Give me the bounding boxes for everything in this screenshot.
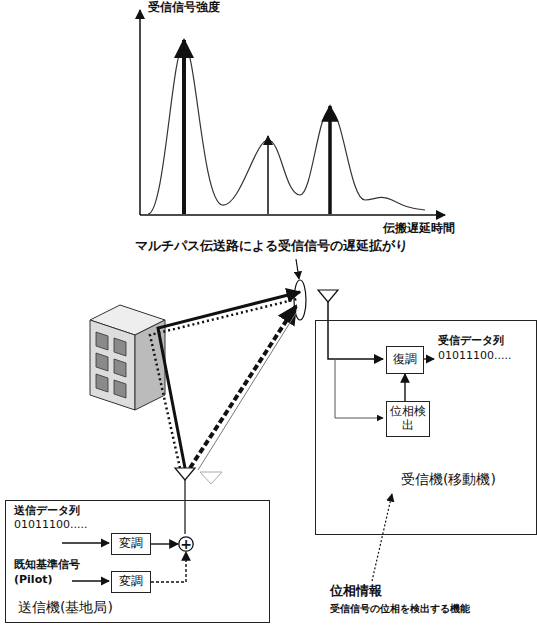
weak-path xyxy=(198,313,296,470)
reflected-path xyxy=(158,292,300,468)
box-label: 位相検出 xyxy=(387,405,429,433)
path-power-arrow xyxy=(182,40,186,214)
box-label: + xyxy=(180,536,192,553)
building-front xyxy=(90,320,135,410)
caption-leader xyxy=(296,259,299,279)
phase-detector-box: 位相検出 xyxy=(386,401,430,437)
box-label: 変調 xyxy=(119,537,143,551)
modulator-box: 変調 xyxy=(111,571,151,593)
x-axis xyxy=(140,214,445,216)
callout-label: 位相情報 xyxy=(330,583,382,599)
rx-antenna-feed xyxy=(328,302,383,359)
signal-connector xyxy=(404,374,405,401)
caption-label: マルチパス伝送路による受信信号の遅延拡がり xyxy=(135,238,408,254)
direct-path xyxy=(190,306,296,468)
path-power-arrow xyxy=(328,106,332,214)
box-title: 送信機(基地局) xyxy=(18,599,113,616)
antenna-shadow xyxy=(200,472,222,484)
reflected-path xyxy=(150,299,297,468)
pilot-input-arrow xyxy=(72,580,109,581)
adder-circle: + xyxy=(178,536,194,552)
path-power-arrow xyxy=(267,136,269,214)
rx-phase-feed xyxy=(335,359,383,418)
signal-name: 既知基準信号 xyxy=(14,558,80,571)
data-output-arrow xyxy=(424,358,434,359)
tx-antenna-feed xyxy=(184,480,185,534)
phase-info-leader xyxy=(372,494,392,581)
signal-connector xyxy=(151,552,186,582)
delay-profile-curve xyxy=(148,45,425,214)
signal-connector xyxy=(151,543,178,544)
building xyxy=(90,305,165,410)
signal-name: (Pilot) xyxy=(14,573,52,586)
signal-name: 受信データ列 xyxy=(438,334,504,347)
box-label: 変調 xyxy=(119,575,143,589)
building-window xyxy=(114,359,126,377)
box-label: 復調 xyxy=(393,353,417,367)
demodulator-box: 復調 xyxy=(386,346,424,374)
tx-antenna xyxy=(175,468,195,480)
callout-note: 受信信号の位相を検出する機能 xyxy=(330,603,470,615)
modulator-box: 変調 xyxy=(111,533,151,555)
signal-name: 送信データ列 xyxy=(14,504,80,517)
rx-antenna xyxy=(318,290,338,302)
bit-sequence: 01011100..... xyxy=(14,518,87,531)
y-axis xyxy=(139,10,141,215)
building-window xyxy=(96,332,108,350)
axis-label: 伝搬遅延時間 xyxy=(383,221,455,235)
axis-label: 受信信号強度 xyxy=(148,0,220,14)
building-window xyxy=(96,353,108,371)
box-title: 受信機(移動機) xyxy=(401,471,496,488)
bit-sequence: 01011100..... xyxy=(438,349,511,362)
building-window xyxy=(96,374,108,392)
building-window xyxy=(114,380,126,398)
data-input-arrow xyxy=(62,542,109,543)
building-window xyxy=(114,338,126,356)
